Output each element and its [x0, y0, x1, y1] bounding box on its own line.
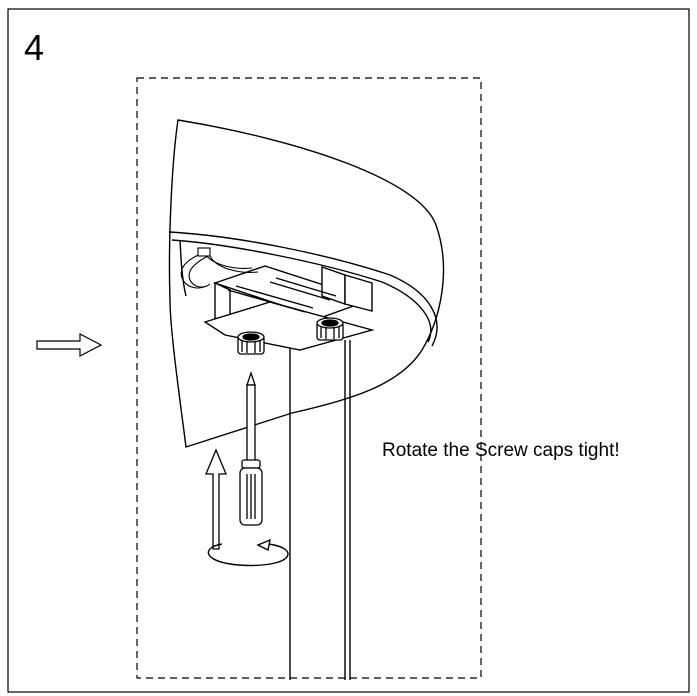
screw-cap-left — [237, 331, 265, 355]
screw-cap-right — [316, 317, 344, 341]
lamp-pole — [289, 340, 351, 680]
panel-border — [7, 8, 690, 693]
detail-frame — [136, 77, 482, 679]
rotate-arrow-icon — [207, 538, 289, 567]
electrical-wires — [180, 247, 259, 289]
up-arrow-icon — [205, 448, 227, 550]
screwdriver-icon — [239, 370, 263, 526]
instruction-caption: Rotate the Screw caps tight! — [382, 440, 620, 461]
screw-caps — [237, 317, 344, 355]
right-arrow-icon — [36, 333, 103, 357]
step-number: 4 — [24, 27, 45, 68]
